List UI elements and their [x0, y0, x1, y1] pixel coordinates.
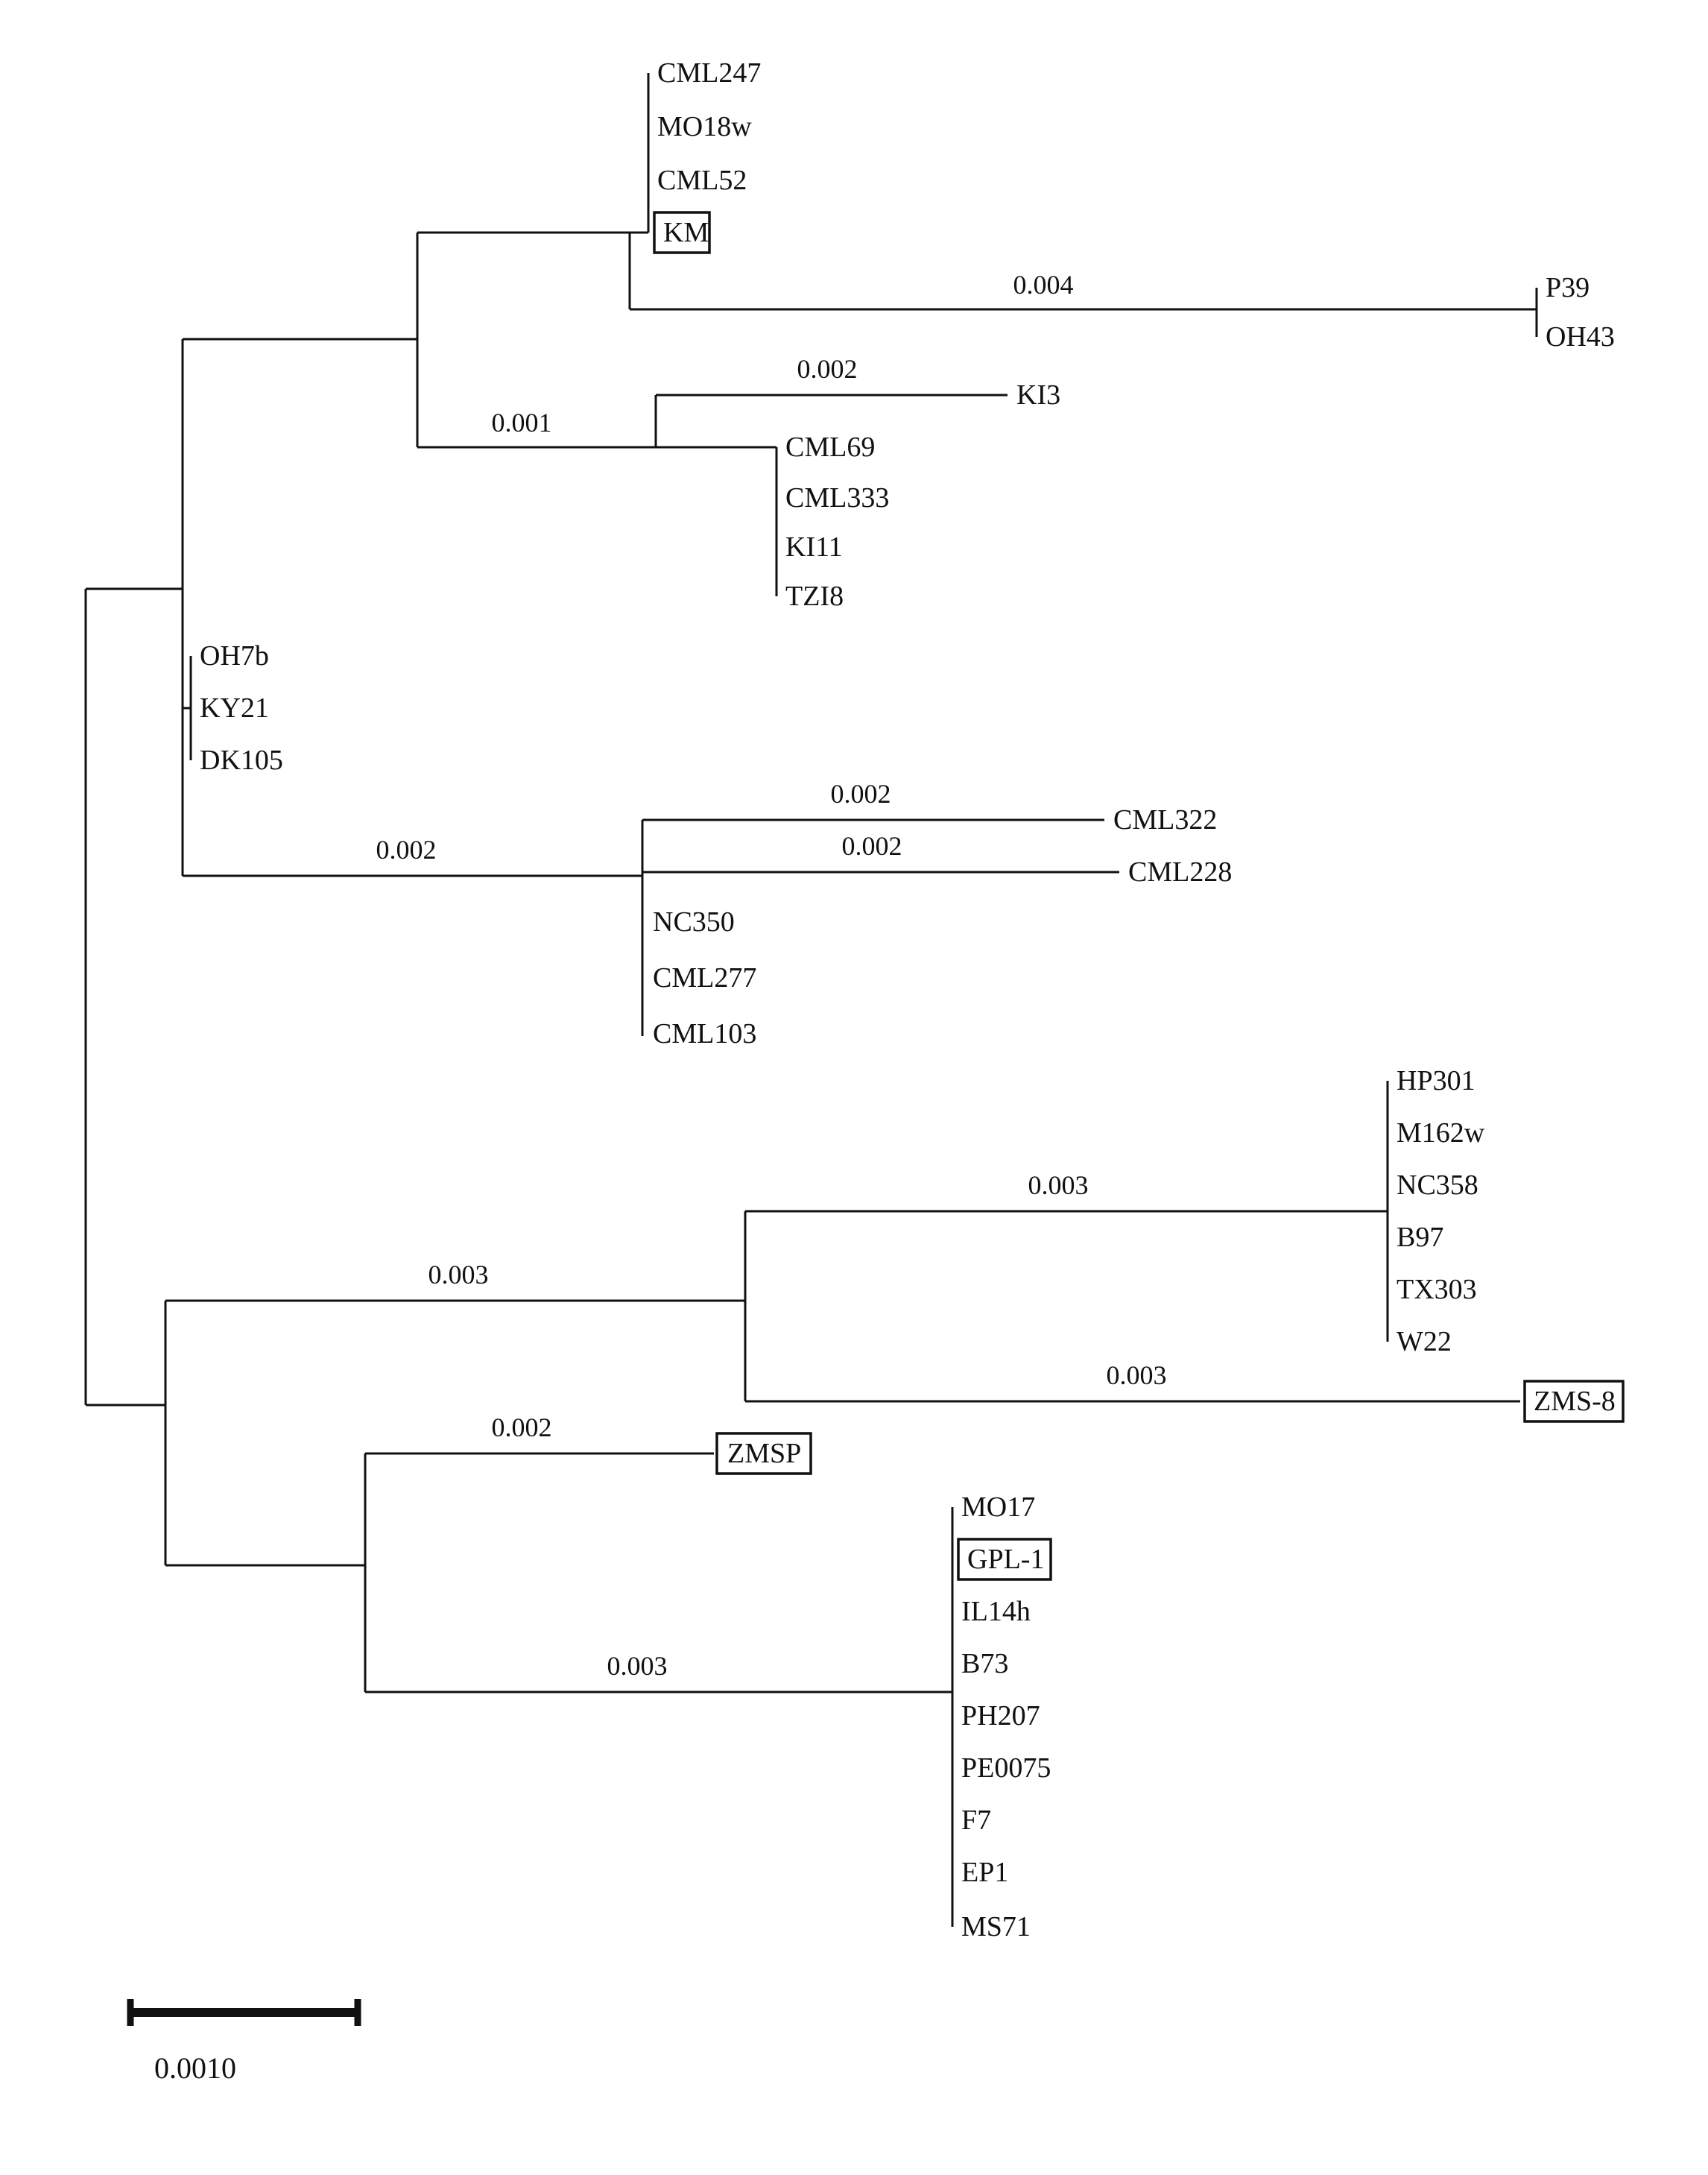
taxon-p39: P39: [1546, 272, 1590, 303]
branch-length-label: 0.002: [797, 354, 858, 384]
taxon-cml228: CML228: [1128, 856, 1232, 888]
taxon-box-km: [653, 211, 711, 254]
taxon-nc358: NC358: [1397, 1169, 1478, 1201]
branch-length-label: 0.002: [842, 831, 902, 861]
taxon-hp301: HP301: [1397, 1065, 1475, 1096]
taxon-ki3: KI3: [1016, 379, 1060, 411]
branch-length-label: 0.004: [1013, 270, 1074, 300]
scale-bar: 0.0010: [127, 1999, 361, 2085]
taxon-box-zmsp: [715, 1432, 812, 1475]
taxon-cml103: CML103: [653, 1018, 756, 1049]
taxon-b73: B73: [961, 1648, 1008, 1679]
taxon-oh7b: OH7b: [200, 640, 269, 672]
taxon-cml69: CML69: [785, 432, 875, 463]
taxon-zmsp: ZMSP: [727, 1438, 801, 1469]
taxon-ph207: PH207: [961, 1700, 1040, 1732]
taxon-km: KM: [663, 217, 709, 248]
taxon-tx303: TX303: [1397, 1274, 1477, 1305]
taxon-dk105: DK105: [200, 745, 283, 776]
branch-length-labels: 0.004 0.002 0.001 0.002 0.002 0.002 0.00…: [376, 270, 1167, 1681]
taxon-oh43: OH43: [1546, 321, 1615, 353]
taxon-box-gpl1: [957, 1538, 1052, 1581]
scale-bar-label: 0.0010: [154, 2051, 236, 2085]
highlighted-taxon-boxes: [653, 211, 1625, 1581]
taxon-ep1: EP1: [961, 1857, 1008, 1888]
taxon-m162w: M162w: [1397, 1117, 1485, 1149]
taxon-box-zms8: [1523, 1380, 1625, 1423]
branch-length-label: 0.003: [1107, 1360, 1167, 1390]
branch-length-label: 0.002: [376, 835, 437, 865]
tree-branches: [84, 73, 1538, 1927]
branch-length-label: 0.001: [492, 408, 552, 438]
taxon-zms8: ZMS-8: [1534, 1386, 1616, 1417]
taxon-il14h: IL14h: [961, 1596, 1031, 1627]
taxon-nc350: NC350: [653, 906, 735, 938]
taxon-cml247: CML247: [657, 57, 761, 89]
taxon-cml52: CML52: [657, 165, 747, 196]
taxon-b97: B97: [1397, 1222, 1443, 1253]
branch-length-label: 0.003: [428, 1260, 489, 1289]
taxon-cml277: CML277: [653, 962, 756, 994]
taxon-labels: CML247 MO18w CML52 KM P39 OH43 KI3 CML69…: [200, 57, 1616, 1942]
branch-length-label: 0.002: [831, 779, 891, 809]
taxon-mo18w: MO18w: [657, 111, 752, 142]
taxon-gpl1: GPL-1: [967, 1544, 1044, 1575]
taxon-cml322: CML322: [1113, 804, 1217, 836]
taxon-mo17: MO17: [961, 1491, 1035, 1523]
taxon-ki11: KI11: [785, 531, 843, 563]
branch-length-label: 0.002: [492, 1412, 552, 1442]
taxon-tzi8: TZI8: [785, 581, 844, 612]
taxon-f7: F7: [961, 1805, 991, 1836]
branch-length-label: 0.003: [607, 1651, 668, 1681]
taxon-w22: W22: [1397, 1326, 1452, 1357]
taxon-ms71: MS71: [961, 1911, 1031, 1942]
branch-length-label: 0.003: [1028, 1170, 1089, 1200]
taxon-cml333: CML333: [785, 482, 889, 514]
taxon-ky21: KY21: [200, 692, 269, 724]
taxon-pe0075: PE0075: [961, 1752, 1051, 1784]
